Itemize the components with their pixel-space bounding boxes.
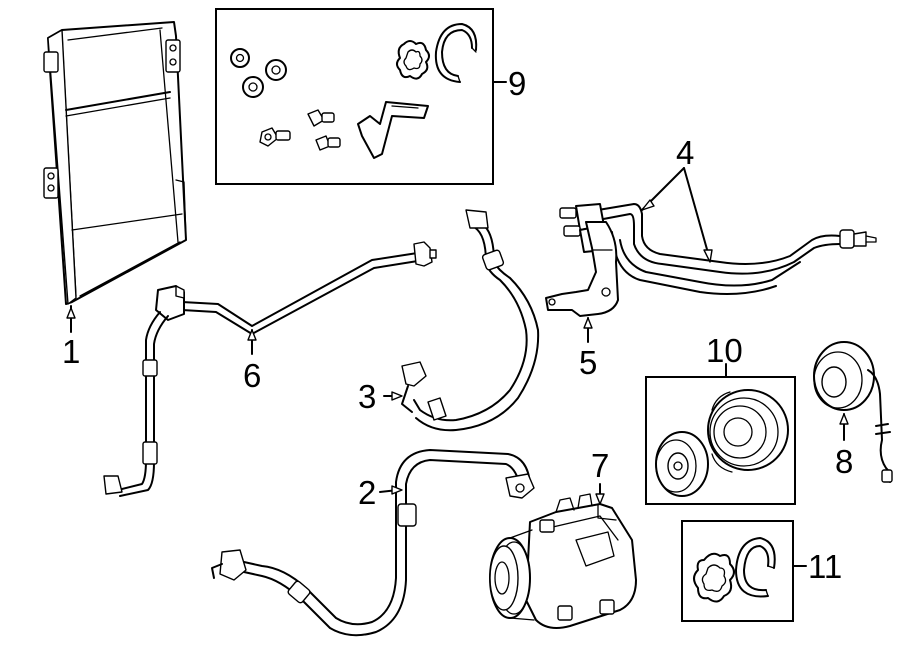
callout-6: 6: [243, 357, 262, 394]
discharge-hose-part-2[interactable]: [211, 449, 535, 637]
leader-2-arrow: [391, 485, 403, 495]
leader-3-arrow: [391, 391, 403, 401]
callout-4: 4: [676, 134, 695, 171]
callout-1: 1: [62, 333, 81, 370]
leader-4a-arrow: [641, 199, 655, 211]
leader-8-arrow: [839, 413, 849, 425]
leader-4b-arrow: [703, 249, 713, 263]
callout-2: 2: [358, 474, 377, 511]
leader-6-arrow: [247, 329, 257, 341]
compressor-part-7[interactable]: [489, 493, 637, 629]
callout-11: 11: [808, 548, 843, 585]
clutch-kit-part-10[interactable]: [645, 376, 796, 505]
leader-4b: [683, 167, 711, 261]
callout-7: 7: [591, 447, 610, 484]
callout-10: 10: [706, 332, 743, 369]
field-coil-part-8[interactable]: [813, 341, 893, 483]
leader-1-arrow: [66, 307, 76, 319]
hardware-kit-part-9[interactable]: [215, 8, 494, 185]
liquid-line-part-6[interactable]: [103, 241, 437, 497]
leader-7-arrow: [595, 493, 605, 505]
callout-8: 8: [835, 443, 854, 480]
seal-kit-part-11[interactable]: [681, 520, 794, 622]
callout-5: 5: [579, 344, 598, 381]
callout-9: 9: [508, 65, 527, 102]
bracket-part-5[interactable]: [545, 221, 619, 317]
condenser-part-1[interactable]: [43, 21, 187, 305]
leader-5-arrow: [583, 317, 593, 329]
suction-hose-part-3[interactable]: [401, 209, 540, 432]
callout-3: 3: [358, 378, 377, 415]
